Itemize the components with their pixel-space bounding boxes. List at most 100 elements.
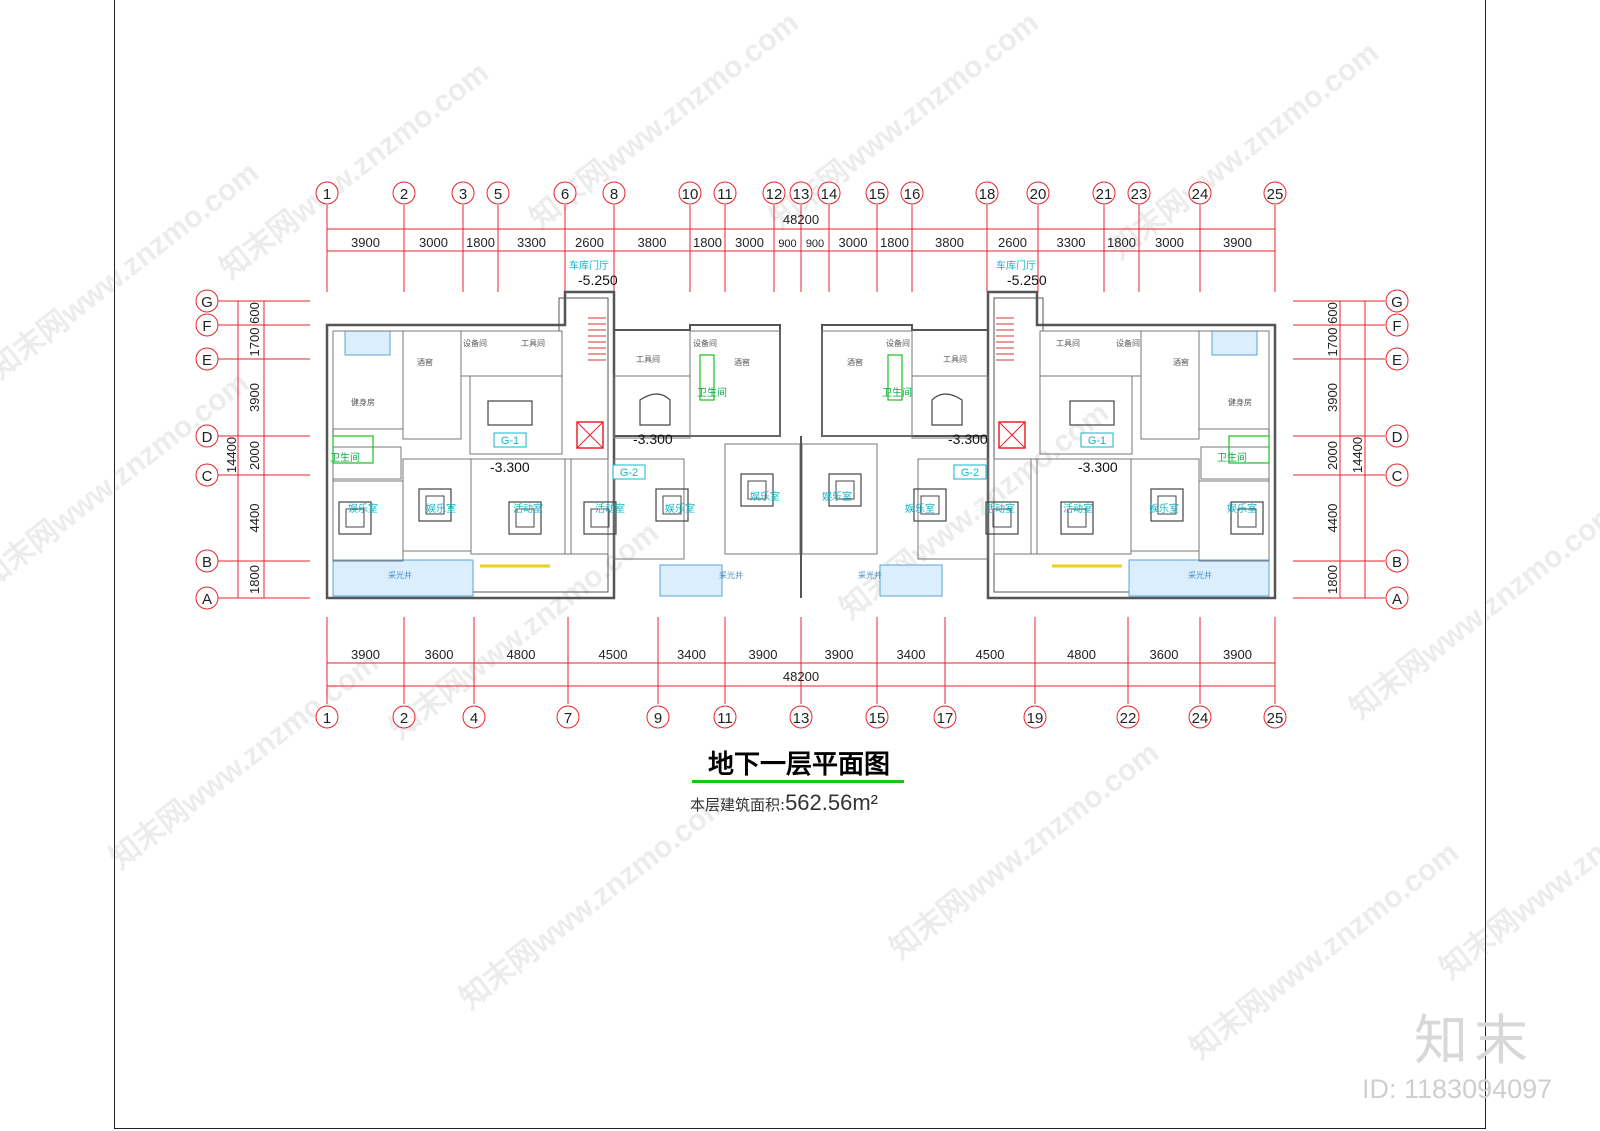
elevation-garage: -5.250 [1007,272,1047,288]
room-label-wine: 酒窖 [417,357,433,367]
dim-top: 3900 [351,235,380,250]
dim-side-left: 600 [247,302,262,324]
elevator [998,421,1026,449]
axis-bubble [865,705,889,729]
pool-table [1069,400,1115,426]
axis-bubble [789,705,813,729]
axis-bubble [392,705,416,729]
furniture [655,488,689,522]
room-label-activity: 活动室 [1063,502,1093,515]
axis-bubble [900,181,924,205]
axis-number-top: 23 [1131,186,1148,203]
door-type-g2: G-2 [961,467,979,479]
axis-bubble [315,705,339,729]
row-letter-right: F [1392,318,1401,335]
furniture [1067,508,1087,528]
axis-bubble [1188,181,1212,205]
floor-area-value: 562.56m² [785,790,879,815]
furniture [583,501,617,535]
axis-number-bottom: 17 [937,710,954,727]
furniture [1230,501,1264,535]
room-label-recreation: 娱乐室 [822,490,852,503]
axis-bubble [1127,181,1151,205]
axis-bubble [646,705,670,729]
row-bubble [195,463,219,487]
row-bubble [1385,549,1409,573]
elevator-cross [998,421,1026,449]
axis-number-bottom: 25 [1267,710,1284,727]
room-label-garage-hall: 车库门厅 [996,259,1036,272]
dim-top: 1800 [1107,235,1136,250]
axis-bubble [486,181,510,205]
room-wall [993,458,1038,555]
row-letter-right: A [1392,591,1402,608]
furniture [515,508,535,528]
dim-top: 3000 [839,235,868,250]
furniture [590,508,610,528]
room-wall [1140,330,1200,440]
room-label-toilet: 卫生间 [882,386,912,399]
room-label-recreation: 娱乐室 [905,502,935,515]
watermark-text: 知末网www.znzmo.com [384,516,665,746]
dim-top: 900 [806,238,824,250]
row-letter-right: G [1391,294,1403,311]
dim-top: 3800 [935,235,964,250]
axis-number-top: 16 [904,186,921,203]
row-letter-left: F [202,318,211,335]
toilet-fixture [699,354,715,401]
furniture [1150,488,1184,522]
room-label-equipment: 设备间 [463,338,487,348]
axis-bubble [1188,705,1212,729]
room-label-tool: 工具间 [521,339,545,348]
dim-bottom: 3900 [825,647,854,662]
dim-top: 2600 [575,235,604,250]
axis-bubble [315,181,339,205]
axis-number-bottom: 13 [793,710,810,727]
axis-number-top: 18 [979,186,996,203]
dim-side-left: 1800 [247,565,262,594]
furniture [338,501,372,535]
axis-bubble [1116,705,1140,729]
piano [931,393,963,426]
axis-bubble [1092,181,1116,205]
furniture [835,480,855,500]
room-wall [402,330,462,440]
axis-bubble [392,181,416,205]
total-dim-right: 14400 [1350,437,1365,473]
axis-number-bottom: 15 [869,710,886,727]
axis-number-bottom: 11 [717,710,733,727]
building-outline [325,290,1277,600]
dim-top: 3300 [517,235,546,250]
row-letter-left: C [202,468,213,485]
axis-number-bottom: 2 [400,710,408,727]
dim-top: 1800 [880,235,909,250]
axis-number-top: 8 [610,186,618,203]
dim-side-left: 2000 [247,441,262,470]
room-label-recreation: 娱乐室 [1227,502,1257,515]
door-type-tag [1080,432,1114,448]
room-wall [613,375,691,439]
furniture [508,501,542,535]
room-label-toilet: 卫生间 [330,451,360,464]
row-letter-left: G [201,294,213,311]
axis-bubble [817,181,841,205]
axis-number-bottom: 19 [1027,710,1044,727]
outer-wall [325,290,616,600]
dim-bottom: 3400 [677,647,706,662]
row-bubble [195,347,219,371]
room-label-tool: 工具间 [943,355,967,364]
dim-top: 1800 [693,235,722,250]
dim-bottom: 3900 [1223,647,1252,662]
dim-side-right: 4400 [1325,504,1340,533]
dim-side-right: 600 [1325,302,1340,324]
axis-number-bottom: 4 [470,710,478,727]
axis-number-top: 6 [561,186,569,203]
axis-bubble [1023,705,1047,729]
axis-number-bottom: 1 [323,710,331,727]
floor-area: 本层建筑面积:562.56m² [690,790,950,816]
axis-number-top: 2 [400,186,408,203]
watermark-text: 知末网www.znzmo.com [104,646,385,876]
dim-top: 900 [778,238,796,250]
room-wall [332,480,404,562]
room-label-toilet: 卫生间 [697,386,727,399]
